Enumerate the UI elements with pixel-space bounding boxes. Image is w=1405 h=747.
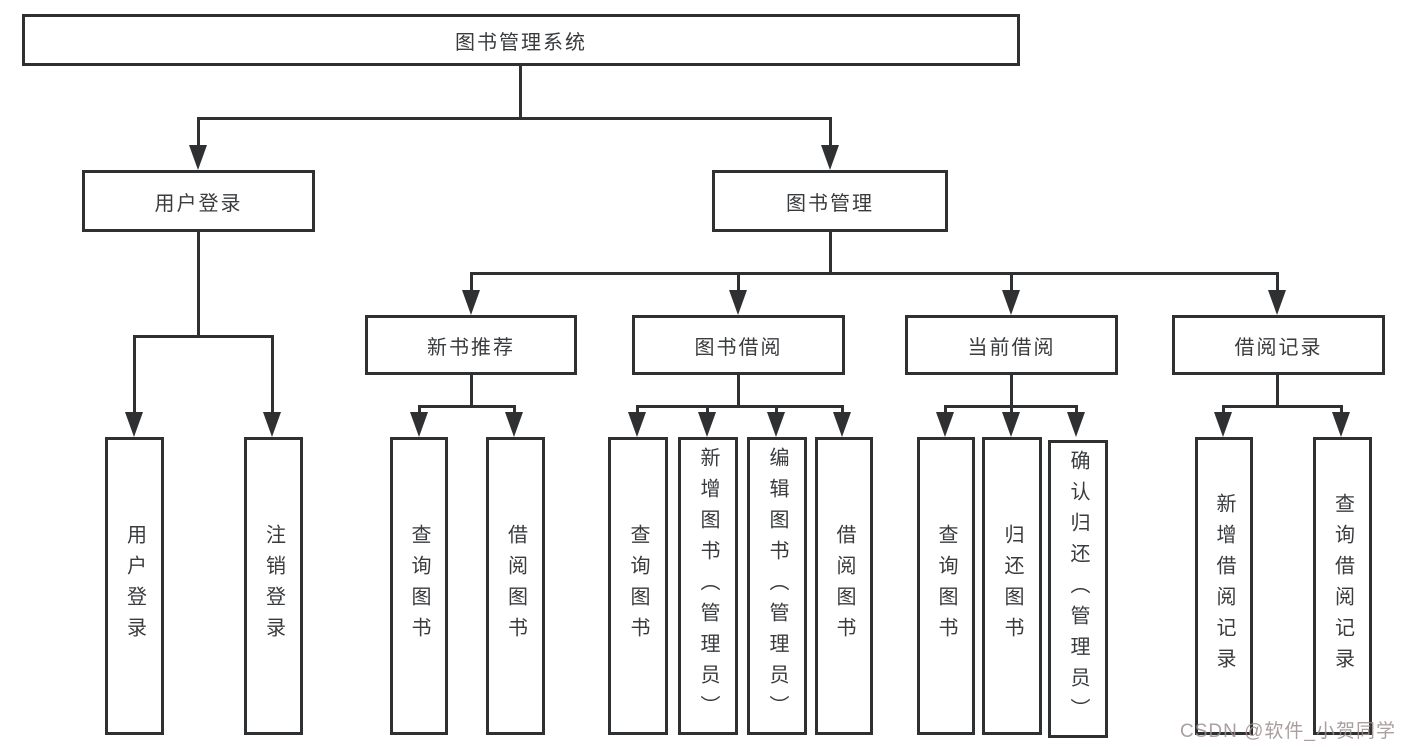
connector-drop-bb-add (706, 405, 709, 413)
node-book-management: 图书管理 (712, 170, 948, 232)
arrow-to-bb-edit-icon (767, 412, 785, 437)
node-user-login-label: 用户登录 (154, 192, 243, 215)
node-user-login: 用户登录 (82, 170, 315, 232)
arrow-to-new-book-recommend-icon (462, 290, 480, 315)
node-book-management-label: 图书管理 (786, 192, 874, 215)
node-borrow-records-label: 借阅记录 (1234, 336, 1323, 359)
arrow-to-cb-query-icon (936, 412, 954, 437)
connector-nb-rail (418, 405, 516, 408)
connector-root-stub (519, 66, 522, 117)
arrow-to-cb-confirm-icon (1067, 412, 1085, 437)
leaf-br-add-record: 新增借阅记录 (1195, 437, 1253, 735)
node-new-book-recommend-label: 新书推荐 (427, 336, 515, 359)
node-system-root-label: 图书管理系统 (455, 31, 587, 54)
leaf-user-login: 用户登录 (105, 437, 164, 735)
leaf-cb-confirm-return: 确认归还（管理员） (1048, 440, 1108, 738)
arrow-to-br-add-icon (1214, 412, 1232, 437)
leaf-nb-query-book-label: 查询图书 (408, 524, 430, 648)
arrow-to-bb-query-icon (628, 412, 646, 437)
connector-drop-br-add (1222, 405, 1225, 413)
connector-drop-cb-return (1010, 405, 1013, 413)
leaf-bb-borrow-book: 借阅图书 (815, 437, 873, 735)
leaf-bb-borrow-book-label: 借阅图书 (833, 524, 855, 648)
node-current-borrow-label: 当前借阅 (967, 336, 1056, 359)
node-book-borrow: 图书借阅 (632, 315, 845, 375)
arrow-to-bb-add-icon (698, 412, 716, 437)
leaf-bb-add-book: 新增图书（管理员） (678, 437, 738, 735)
connector-drop-leaf-user-login (133, 335, 136, 413)
arrow-to-leaf-user-login-icon (125, 412, 143, 437)
leaf-nb-borrow-book: 借阅图书 (486, 437, 545, 735)
arrow-to-br-query-icon (1332, 412, 1350, 437)
connector-drop-user-login (197, 117, 200, 148)
connector-drop-nb-query (418, 405, 421, 413)
arrow-to-leaf-logout-icon (263, 412, 281, 437)
connector-drop-current-borrow (1010, 272, 1013, 292)
leaf-bb-edit-book-label: 编辑图书（管理员） (766, 446, 788, 726)
connector-bb-rail (636, 405, 844, 408)
connector-drop-leaf-logout (271, 335, 274, 413)
arrow-to-borrow-records-icon (1268, 290, 1286, 315)
leaf-cb-confirm-return-label: 确认归还（管理员） (1067, 449, 1089, 729)
connector-drop-br-query (1340, 405, 1343, 413)
leaf-cb-return-book-label: 归还图书 (1001, 524, 1023, 648)
connector-drop-nb-borrow (513, 405, 516, 413)
leaf-br-query-record: 查询借阅记录 (1313, 437, 1372, 735)
connector-drop-bb-edit (775, 405, 778, 413)
connector-cb-stub (1010, 375, 1013, 405)
connector-nb-stub (470, 375, 473, 405)
leaf-bb-edit-book: 编辑图书（管理员） (747, 437, 807, 735)
node-current-borrow: 当前借阅 (905, 315, 1118, 375)
connector-drop-cb-confirm (1075, 405, 1078, 413)
arrow-to-book-management-icon (821, 145, 839, 170)
leaf-br-query-record-label: 查询借阅记录 (1331, 493, 1354, 679)
connector-level2-rail (470, 272, 1279, 275)
connector-bb-stub (737, 375, 740, 405)
arrow-to-book-borrow-icon (729, 290, 747, 315)
arrow-to-bb-borrow-icon (833, 412, 851, 437)
connector-drop-new-book-recommend (470, 272, 473, 292)
leaf-logout-label: 注销登录 (262, 524, 285, 648)
node-borrow-records: 借阅记录 (1172, 315, 1385, 375)
arrow-to-nb-borrow-icon (505, 412, 523, 437)
connector-drop-book-borrow (737, 272, 740, 292)
node-new-book-recommend: 新书推荐 (365, 315, 577, 375)
node-system-root: 图书管理系统 (22, 14, 1020, 66)
leaf-nb-query-book: 查询图书 (390, 437, 448, 735)
connector-drop-bb-query (636, 405, 639, 413)
arrow-to-user-login-icon (189, 145, 207, 170)
leaf-nb-borrow-book-label: 借阅图书 (504, 524, 527, 648)
leaf-bb-query-book-label: 查询图书 (627, 524, 649, 648)
connector-drop-cb-query (944, 405, 947, 413)
connector-drop-book-management (829, 117, 832, 148)
leaf-user-login-label: 用户登录 (123, 524, 146, 648)
leaf-logout: 注销登录 (244, 437, 303, 735)
connector-br-stub (1276, 375, 1279, 405)
connector-root-rail (197, 117, 832, 120)
connector-drop-bb-borrow (841, 405, 844, 413)
connector-user-login-rail (133, 335, 274, 338)
node-book-borrow-label: 图书借阅 (694, 336, 783, 359)
connector-book-management-stub (829, 232, 832, 272)
leaf-cb-return-book: 归还图书 (982, 437, 1042, 735)
connector-user-login-stub (197, 232, 200, 335)
leaf-bb-query-book: 查询图书 (608, 437, 668, 735)
connector-drop-borrow-records (1276, 272, 1279, 292)
leaf-bb-add-book-label: 新增图书（管理员） (697, 446, 719, 726)
leaf-br-add-record-label: 新增借阅记录 (1213, 493, 1235, 679)
watermark-text: CSDN @软件_小贺同学 (1180, 721, 1396, 742)
leaf-cb-query-book: 查询图书 (917, 437, 975, 735)
arrow-to-nb-query-icon (410, 412, 428, 437)
arrow-to-current-borrow-icon (1002, 290, 1020, 315)
arrow-to-cb-return-icon (1002, 412, 1020, 437)
connector-br-rail (1222, 405, 1343, 408)
leaf-cb-query-book-label: 查询图书 (935, 524, 957, 648)
